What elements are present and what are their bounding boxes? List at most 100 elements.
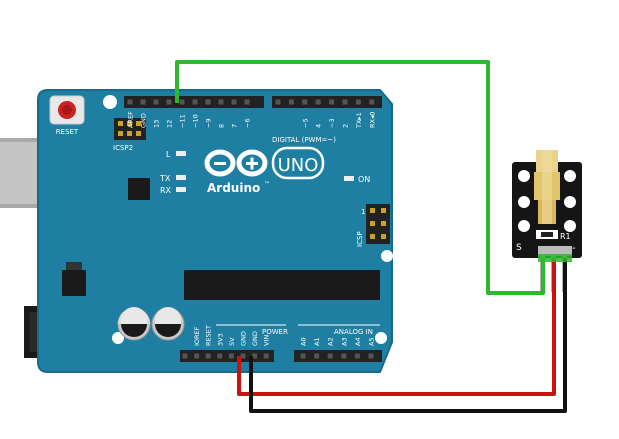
bottom-pin-holes — [182, 353, 374, 359]
led-on-label: ON — [358, 175, 370, 184]
icsp-label: ICSP — [356, 231, 364, 247]
pin-hole — [314, 353, 320, 359]
power-pin-label: RESET — [205, 325, 213, 346]
trademark-label: ™ — [264, 181, 270, 188]
digital-pin-label: AREF — [127, 111, 135, 128]
pin-hole — [153, 99, 159, 105]
mounting-hole — [381, 250, 393, 262]
mounting-hole — [103, 95, 117, 109]
led-rx-label: RX — [160, 186, 172, 195]
brand-label: Arduino — [207, 181, 260, 195]
reset-button[interactable] — [49, 95, 85, 125]
laser-diode-icon — [534, 150, 560, 224]
led-tx — [176, 175, 186, 180]
icsp2-header — [114, 118, 146, 140]
power-pin-label: GND — [251, 331, 259, 346]
model-label: UNO — [278, 155, 319, 176]
digital-pin-label: ~10 — [192, 114, 200, 128]
analog-pin-label: A4 — [354, 337, 362, 346]
digital-pin-label: RX◂0 — [368, 112, 376, 128]
pin-hole — [140, 99, 146, 105]
pin-hole — [166, 99, 172, 105]
arduino-logo-icon — [204, 149, 268, 177]
pin-hole — [315, 99, 321, 105]
pin-hole — [240, 353, 246, 359]
analog-header — [294, 350, 382, 362]
pin-hole — [194, 353, 200, 359]
led-l-label: L — [166, 150, 171, 159]
capacitor — [117, 307, 151, 341]
icsp-pin1-label: 1 — [361, 208, 365, 216]
digital-pin-label: 4 — [315, 124, 323, 128]
pin-hole — [329, 99, 335, 105]
power-pin-label: 5V — [228, 337, 236, 346]
ground-wire — [249, 258, 567, 413]
power-label: POWER — [262, 328, 288, 336]
digital-pin-label: ~11 — [179, 114, 187, 128]
microcontroller-chip — [184, 270, 380, 300]
pin-hole — [341, 353, 347, 359]
digital-pin-label: GND — [140, 113, 148, 128]
analog-pin-label: A2 — [327, 337, 335, 346]
pin-hole — [244, 99, 250, 105]
reset-label: RESET — [56, 128, 79, 136]
digital-pin-label: ~5 — [301, 118, 309, 128]
led-on — [344, 176, 354, 181]
digital-pin-holes — [127, 99, 375, 105]
pin-hole — [288, 99, 294, 105]
pin-hole — [355, 99, 361, 105]
pin-hole — [192, 99, 198, 105]
usb-chip — [128, 178, 150, 200]
led-rx — [176, 187, 186, 192]
module-r1-label: R1 — [560, 232, 571, 241]
pin-hole — [300, 353, 306, 359]
pin-hole — [369, 99, 375, 105]
uno-badge — [271, 146, 325, 180]
arduino-board — [37, 89, 393, 373]
digital-pin-label: TX▸1 — [355, 112, 363, 129]
icsp-header — [366, 204, 390, 244]
digital-pin-label: ~6 — [244, 118, 252, 128]
digital-pin-label: ~3 — [328, 118, 336, 128]
pin-hole — [179, 99, 185, 105]
pin-hole — [263, 353, 269, 359]
analog-pin-label: A1 — [313, 337, 321, 346]
module-connector — [538, 254, 572, 262]
voltage-regulator — [62, 262, 86, 296]
digital-pin-label: 12 — [166, 120, 174, 128]
pin-hole — [217, 353, 223, 359]
signal-wire — [175, 60, 545, 295]
digital-pin-label: 2 — [342, 124, 350, 128]
led-l — [176, 151, 186, 156]
capacitor — [151, 307, 185, 341]
pin-hole — [205, 353, 211, 359]
mounting-hole — [375, 332, 387, 344]
pin-hole — [302, 99, 308, 105]
analog-pin-label: A3 — [340, 337, 348, 346]
digital-pin-label: 7 — [231, 124, 239, 128]
pin-hole — [354, 353, 360, 359]
digital-header-right — [272, 96, 382, 108]
pin-hole — [327, 353, 333, 359]
pin-hole — [275, 99, 281, 105]
pin-hole — [231, 99, 237, 105]
digital-pin-label: 13 — [153, 120, 161, 128]
power-pin-label: IOREF — [193, 326, 201, 346]
analog-label: ANALOG IN — [334, 328, 373, 336]
resistor-r1-body — [541, 232, 553, 237]
module-minus-label: - — [572, 243, 576, 254]
pin-hole — [342, 99, 348, 105]
pin-hole — [127, 99, 133, 105]
power-wire — [237, 258, 556, 396]
led-tx-label: TX — [159, 174, 171, 183]
pin-hole — [218, 99, 224, 105]
power-pin-label: GND — [240, 331, 248, 346]
pin-hole — [368, 353, 374, 359]
pin-hole — [252, 353, 258, 359]
analog-pin-label: A0 — [300, 337, 308, 346]
pin-hole — [182, 353, 188, 359]
